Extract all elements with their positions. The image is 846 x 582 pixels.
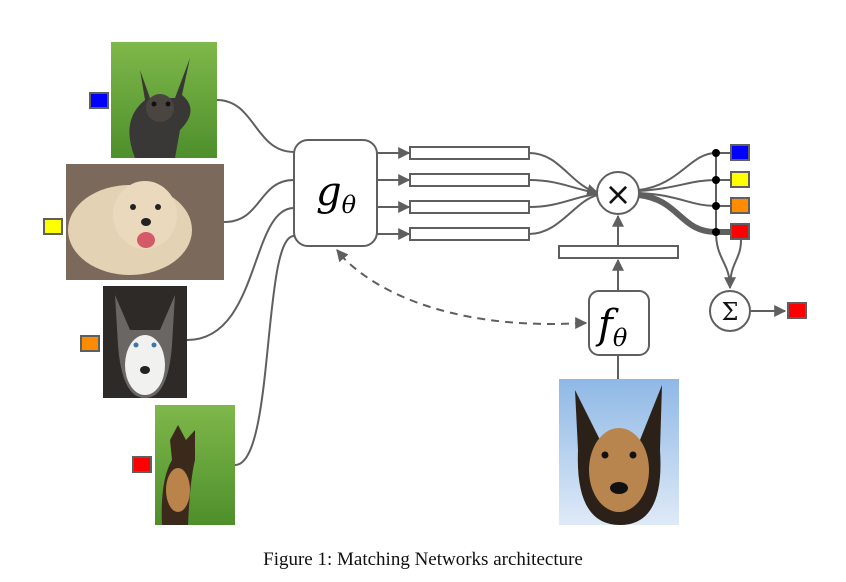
attention-connectors: [638, 152, 787, 317]
junction-dot-3: [712, 202, 720, 210]
support-embedding-2: [409, 173, 530, 187]
class-square-yellow: [43, 218, 63, 235]
output-square-orange: [730, 197, 750, 214]
support-embedding-1: [409, 146, 530, 160]
multiply-symbol: ×: [605, 175, 632, 213]
shared-weights-arrow: [337, 251, 584, 325]
support-embedding-3: [409, 200, 530, 214]
sum-node: [709, 290, 751, 332]
support-connectors: [186, 99, 295, 466]
output-square-yellow: [730, 171, 750, 188]
figure-caption: Figure 1: Matching Networks architecture: [263, 549, 583, 570]
g-theta-box: [293, 139, 378, 247]
support-embedding-4: [409, 227, 530, 241]
f-theta-label: fθ: [595, 302, 628, 352]
class-square-orange: [80, 335, 100, 352]
support-image-labrador: [66, 164, 224, 280]
query-image-german-shepherd: [559, 379, 679, 525]
sum-symbol: Σ: [722, 298, 739, 326]
output-square-red: [730, 223, 750, 240]
support-image-chihuahua: [111, 42, 217, 158]
class-square-blue: [89, 92, 109, 109]
support-image-husky: [103, 286, 187, 398]
g-theta-label: gθ: [316, 169, 357, 219]
f-theta-box: [588, 290, 650, 356]
class-square-red: [132, 456, 152, 473]
query-embedding: [558, 245, 679, 259]
output-square-blue: [730, 144, 750, 161]
prediction-square-red: [787, 302, 807, 319]
junction-dot-2: [712, 176, 720, 184]
similarity-connectors: [528, 152, 600, 235]
embedding-arrows: [377, 147, 411, 240]
junction-dot-4: [712, 228, 720, 236]
support-image-german-shepherd: [155, 405, 235, 525]
junction-dot-1: [712, 149, 720, 157]
